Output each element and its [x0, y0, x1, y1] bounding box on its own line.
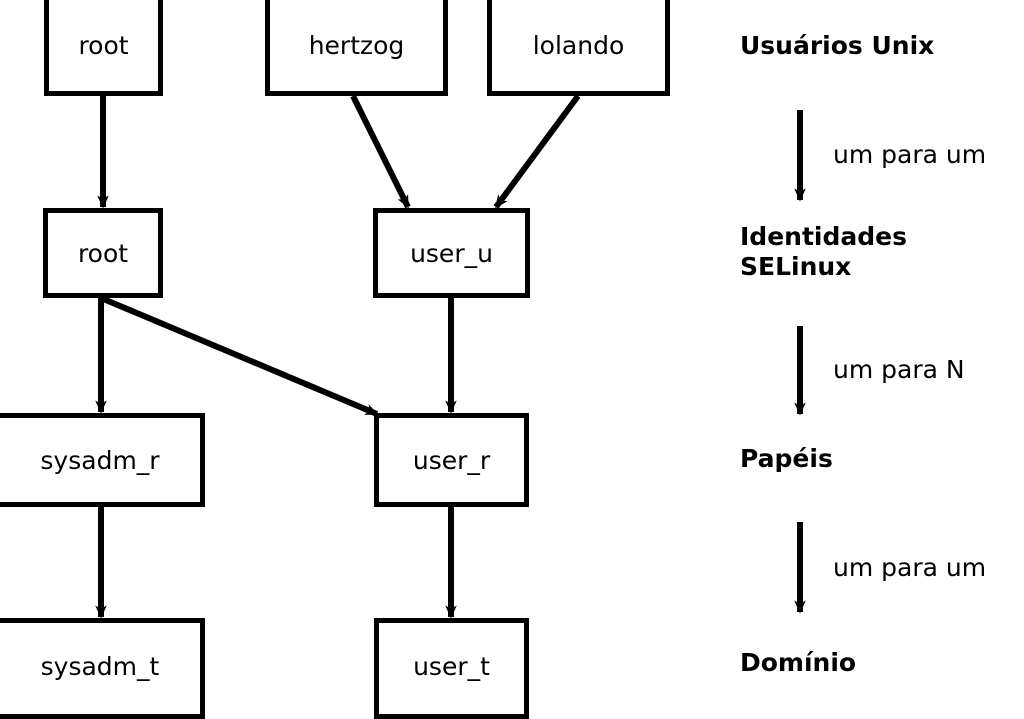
node-label: root [78, 31, 129, 60]
legend-relation-one-to-n-roles: um para N [833, 355, 965, 384]
node-role-user-r: user_r [374, 413, 529, 507]
node-identity-user-u: user_u [373, 208, 530, 298]
legend-layer-domain: Domínio [740, 648, 857, 677]
node-label: sysadm_r [40, 445, 160, 475]
node-label: hertzog [308, 31, 405, 60]
node-role-sysadm-r: sysadm_r [0, 413, 205, 507]
node-domain-user-t: user_t [374, 618, 529, 719]
node-label: user_r [412, 445, 491, 475]
legend-relation-one-to-one-domain: um para um [833, 553, 987, 582]
node-label: user_u [410, 238, 493, 268]
legend-layer-unix-users: Usuários Unix [740, 31, 935, 60]
node-unix-lolando: lolando [487, 0, 670, 96]
edge-hertzog-to-user_u [350, 94, 411, 209]
edge-lolando-to-user_u [493, 94, 581, 209]
legend-relation-one-to-one-identities: um para um [833, 140, 987, 169]
node-identity-root: root [43, 208, 163, 298]
node-label: lolando [532, 31, 625, 60]
node-unix-hertzog: hertzog [265, 0, 448, 96]
node-domain-sysadm-t: sysadm_t [0, 618, 205, 719]
legend-layer-selinux-identities: Identidades SELinux [740, 222, 907, 281]
node-label: user_t [413, 652, 490, 681]
legend-layer-roles: Papéis [740, 444, 833, 473]
node-label: root [77, 238, 129, 268]
node-unix-root: root [44, 0, 163, 96]
edge-id-root-to-user_r [99, 295, 379, 417]
node-label: sysadm_t [40, 652, 160, 681]
